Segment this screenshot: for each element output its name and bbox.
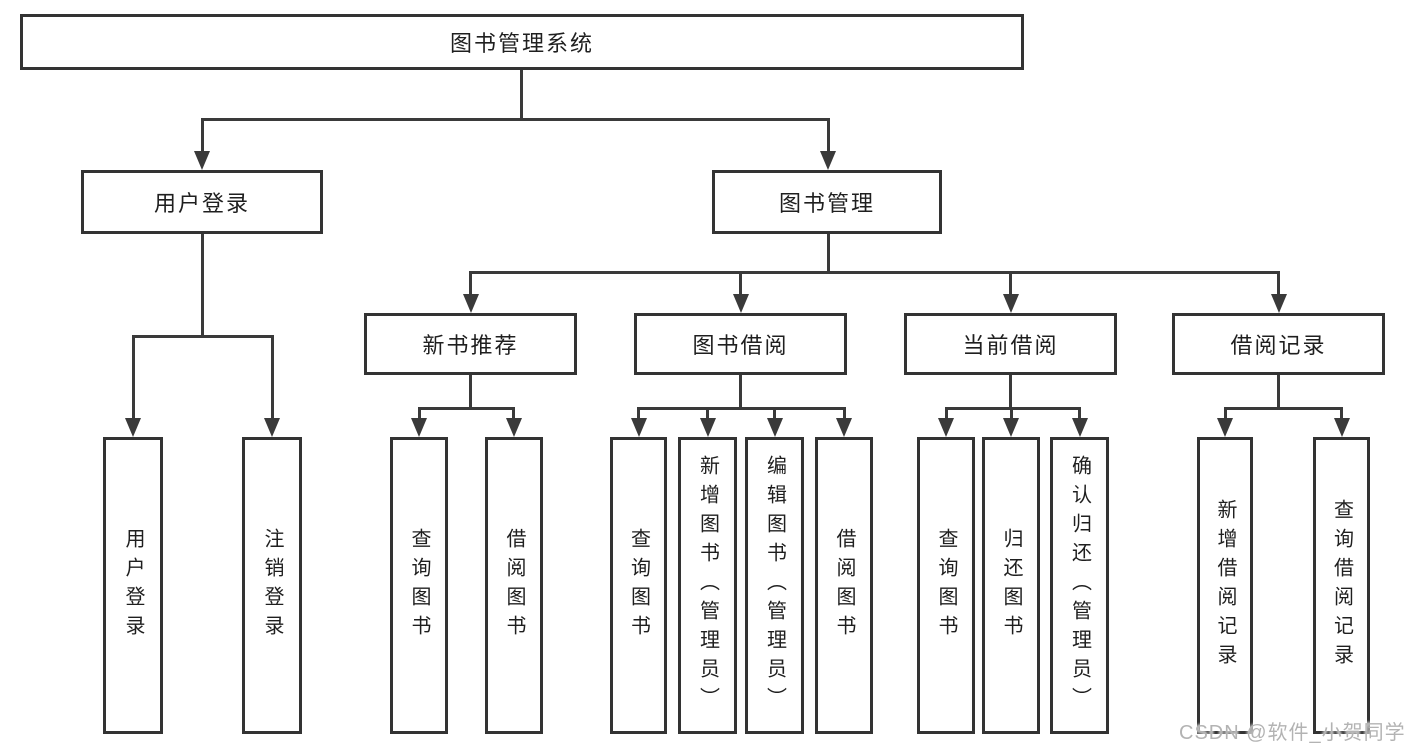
leaf-recommend-query-books: 查询图书 xyxy=(390,437,448,734)
connector-line xyxy=(1277,272,1280,298)
connector-line xyxy=(1009,408,1013,422)
node-label: 用户登录 xyxy=(122,527,144,644)
arrowhead xyxy=(766,418,783,437)
arrowhead xyxy=(194,151,210,170)
leaf-borrowing-query-books: 查询图书 xyxy=(610,437,667,734)
arrowhead xyxy=(1333,418,1350,437)
node-label: 借阅图书 xyxy=(503,527,525,644)
arrowhead xyxy=(411,418,427,437)
leaf-borrowing-borrow-books: 借阅图书 xyxy=(815,437,873,734)
connector-line xyxy=(944,406,1081,410)
arrowhead xyxy=(820,151,836,170)
leaf-records-add-record: 新增借阅记录 xyxy=(1197,437,1253,734)
connector-line xyxy=(200,119,204,155)
connector-line xyxy=(826,119,830,155)
node-label: 编辑图书（管理员） xyxy=(763,455,786,716)
connector-line xyxy=(131,334,274,338)
node-label: 查询图书 xyxy=(627,527,650,644)
node-label: 新增图书（管理员） xyxy=(696,455,719,716)
leaf-borrowing-add-books: 新增图书（管理员） xyxy=(678,437,737,734)
arrowhead xyxy=(1071,418,1088,437)
leaf-borrowing-edit-books: 编辑图书（管理员） xyxy=(745,437,804,734)
arrowhead xyxy=(1002,294,1019,313)
arrowhead xyxy=(732,294,749,313)
arrowhead xyxy=(699,418,716,437)
leaf-records-query-record: 查询借阅记录 xyxy=(1313,437,1370,734)
connector-line xyxy=(1078,408,1081,422)
arrowhead xyxy=(630,418,647,437)
arrowhead xyxy=(264,418,280,437)
node-current-borrowing: 当前借阅 xyxy=(904,313,1117,375)
leaf-recommend-borrow-books: 借阅图书 xyxy=(485,437,543,734)
connector-line xyxy=(469,272,472,298)
connector-line xyxy=(842,408,846,422)
connector-line xyxy=(637,406,846,410)
node-label: 归还图书 xyxy=(1000,527,1022,644)
arrowhead xyxy=(1003,418,1019,437)
arrowhead xyxy=(1217,418,1233,437)
leaf-current-confirm-return: 确认归还（管理员） xyxy=(1050,437,1109,734)
connector-line xyxy=(519,69,523,121)
connector-line xyxy=(131,336,135,422)
node-label: 新增借阅记录 xyxy=(1214,498,1236,673)
connector-line xyxy=(944,408,948,422)
connector-line xyxy=(1009,374,1012,410)
node-borrowing-records: 借阅记录 xyxy=(1172,313,1385,375)
connector-line xyxy=(739,374,742,410)
leaf-logout: 注销登录 xyxy=(242,437,302,734)
connector-line xyxy=(1277,374,1280,410)
connector-line xyxy=(469,374,472,410)
node-label: 借阅图书 xyxy=(833,527,855,644)
node-label: 查询图书 xyxy=(408,527,430,644)
connector-line xyxy=(1223,408,1227,422)
node-new-book-recommendation: 新书推荐 xyxy=(364,313,577,375)
connector-line xyxy=(512,408,515,422)
watermark: CSDN @软件_小贺同学 xyxy=(1179,722,1405,744)
connector-line xyxy=(1223,406,1343,410)
arrowhead xyxy=(505,418,522,437)
node-label: 确认归还（管理员） xyxy=(1068,455,1091,716)
leaf-current-query-books: 查询图书 xyxy=(917,437,975,734)
connector-line xyxy=(773,408,776,422)
arrowhead xyxy=(125,418,141,437)
connector-line xyxy=(739,272,742,298)
node-user-login: 用户登录 xyxy=(81,170,323,234)
node-book-management: 图书管理 xyxy=(712,170,942,234)
connector-line xyxy=(1009,272,1012,298)
node-label: 注销登录 xyxy=(261,527,283,644)
connector-line xyxy=(469,270,1280,274)
arrowhead xyxy=(836,418,852,437)
connector-line xyxy=(1340,408,1343,422)
connector-line xyxy=(417,406,515,410)
connector-line xyxy=(270,336,274,422)
connector-line xyxy=(706,408,709,422)
connector-line xyxy=(200,232,204,338)
connector-line xyxy=(200,117,830,121)
connector-line xyxy=(417,408,421,422)
arrowhead xyxy=(1270,294,1287,313)
connector-line xyxy=(637,408,640,422)
node-root: 图书管理系统 xyxy=(20,14,1024,70)
connector-line xyxy=(826,232,830,274)
node-label: 查询借阅记录 xyxy=(1330,498,1353,673)
leaf-current-return-books: 归还图书 xyxy=(982,437,1040,734)
arrowhead xyxy=(938,418,954,437)
node-book-borrowing: 图书借阅 xyxy=(634,313,847,375)
leaf-user-login: 用户登录 xyxy=(103,437,163,734)
node-label: 查询图书 xyxy=(935,527,957,644)
arrowhead xyxy=(462,294,479,313)
